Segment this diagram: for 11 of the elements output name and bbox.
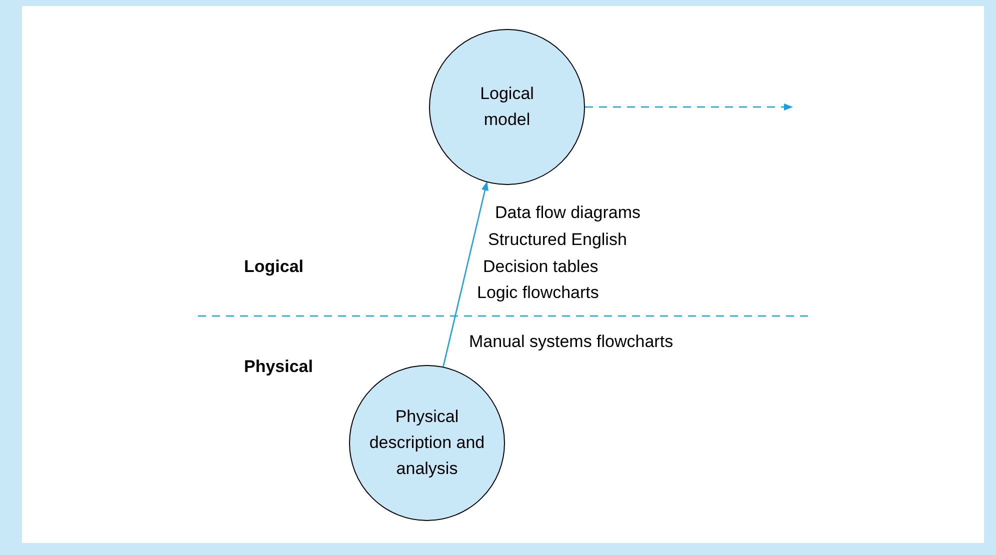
zone-label: Physical	[244, 356, 313, 378]
arrow	[442, 181, 488, 367]
node-label: Logical model	[479, 83, 535, 131]
zone-label: Logical	[244, 256, 304, 278]
technique-label: Structured English	[488, 229, 627, 251]
technique-label: Manual systems flowcharts	[469, 331, 674, 353]
arrow	[585, 103, 793, 111]
technique-label: Data flow diagrams	[495, 202, 641, 224]
technique-label: Decision tables	[483, 256, 598, 278]
technique-label: Logic flowcharts	[477, 282, 599, 304]
node-label: Physical description and analysis	[368, 406, 486, 480]
